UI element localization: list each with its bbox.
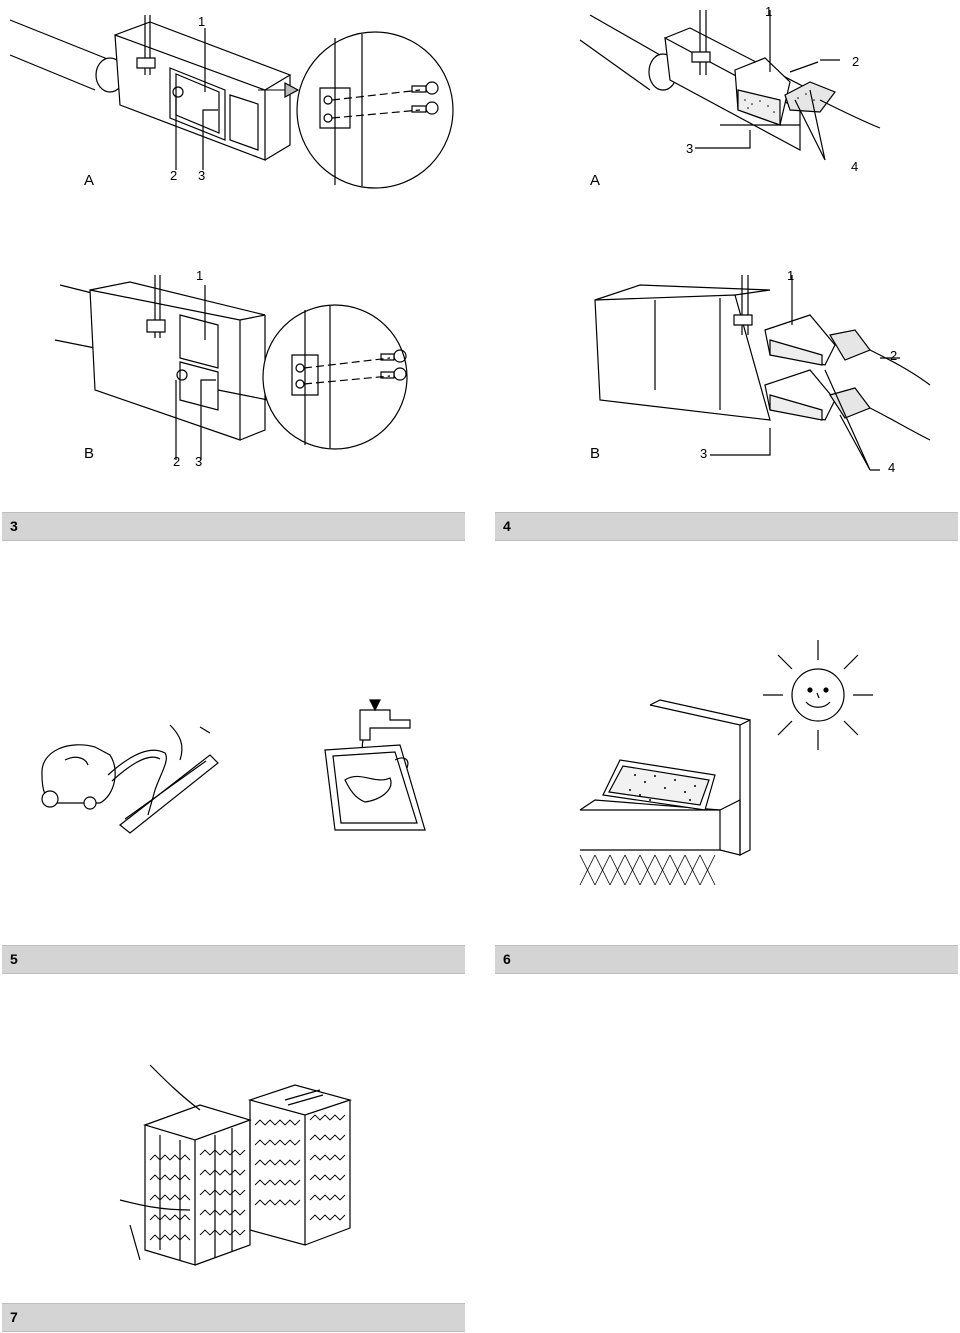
fig-a-left-callout-3: 3 [198, 168, 206, 183]
fig-a-left-drawing [0, 0, 470, 200]
section-header-7: 7 [2, 1303, 465, 1332]
fig-b-right-callout-4: 4 [888, 460, 896, 475]
fig-b-right-callout-1: 1 [787, 268, 795, 283]
section-number-3: 3 [10, 518, 18, 534]
fig-b-left-callout-3: 3 [195, 454, 203, 469]
smiling-sun-icon [760, 635, 880, 750]
water-tap-icon [315, 690, 435, 840]
fig-b-right-callout-3: 3 [700, 446, 708, 461]
fig-b-left-letter: B [84, 445, 95, 462]
vacuum-cleaner-icon [30, 715, 230, 845]
section-header-5: 5 [2, 945, 465, 974]
fig-b-left-callout-2: 2 [173, 454, 181, 469]
fig-a-right-letter: A [590, 172, 601, 189]
fig-a-right-callout-3: 3 [686, 141, 694, 156]
fig-b-right-drawing [480, 260, 960, 490]
fig-b-left-drawing [0, 260, 470, 490]
section-header-6: 6 [495, 945, 958, 974]
fig-b-right-letter: B [590, 445, 601, 462]
section-number-5: 5 [10, 951, 18, 967]
section-header-3: 3 [2, 512, 465, 541]
fig-a-right-callout-4: 4 [851, 159, 859, 174]
fig-a-left-callout-1: 1 [198, 14, 206, 29]
fig-a-right-callout-1: 1 [765, 4, 773, 19]
fig-a-left-callout-2: 2 [170, 168, 178, 183]
heat-exchanger-core-icon [120, 1060, 370, 1270]
section-number-7: 7 [10, 1309, 18, 1325]
fig-a-right-drawing [480, 0, 960, 200]
fig-b-left-callout-1: 1 [196, 268, 204, 283]
section-number-6: 6 [503, 951, 511, 967]
fig-a-left-letter: A [84, 172, 95, 189]
filter-drying-icon [575, 700, 775, 890]
section-number-4: 4 [503, 518, 511, 534]
section-header-4: 4 [495, 512, 958, 541]
fig-a-right-callout-2: 2 [852, 54, 860, 69]
fig-b-right-callout-2: 2 [890, 348, 898, 363]
